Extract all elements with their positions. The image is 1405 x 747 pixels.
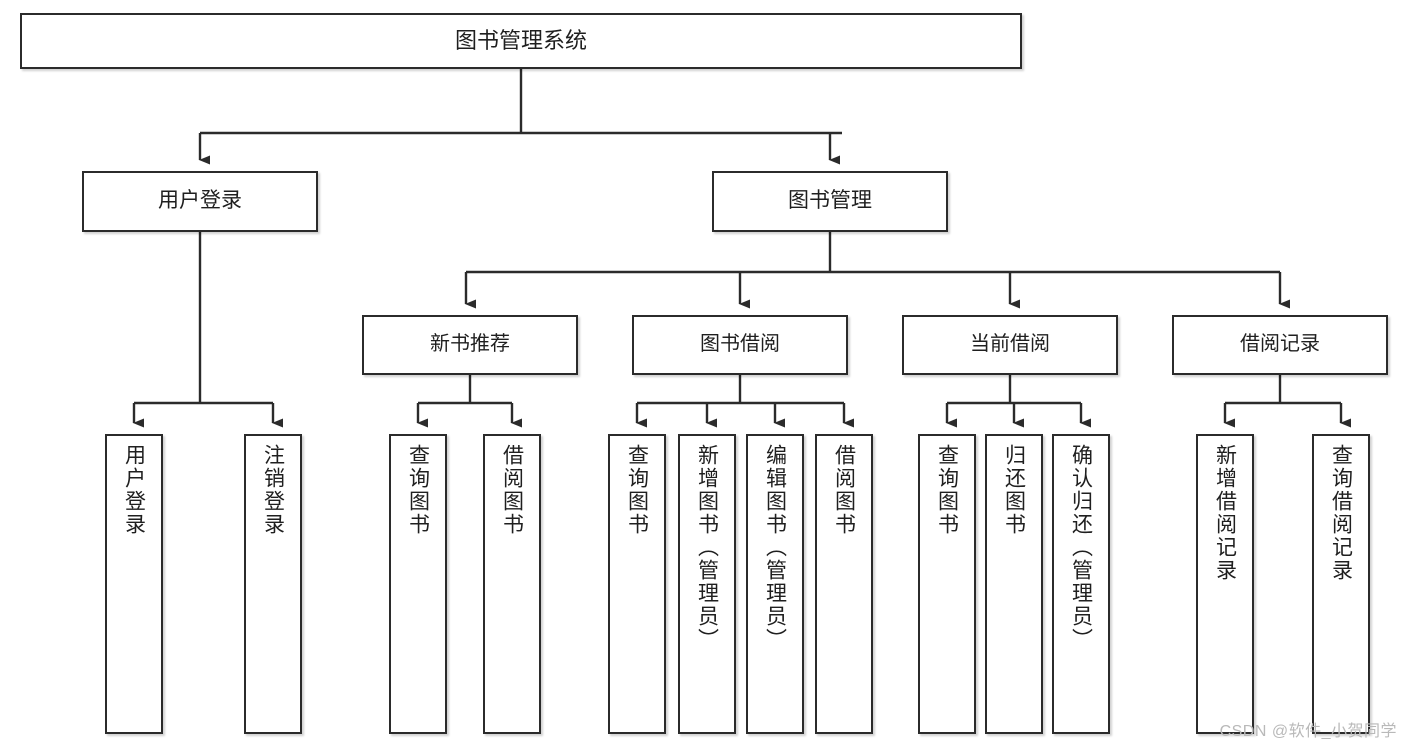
- node-leaf-borrow-book-2[interactable]: 借阅图书: [815, 434, 873, 734]
- node-book-management[interactable]: 图书管理: [712, 171, 948, 232]
- node-leaf-edit-book[interactable]: 编辑图书（管理员）: [746, 434, 804, 734]
- node-book-borrow[interactable]: 图书借阅: [632, 315, 848, 375]
- node-leaf-query-book-1-label: 查询图书: [406, 444, 430, 536]
- node-leaf-user-login-label: 用户登录: [122, 444, 146, 536]
- node-leaf-confirm-return-label: 确认归还（管理员）: [1069, 444, 1093, 651]
- node-root[interactable]: 图书管理系统: [20, 13, 1022, 69]
- node-leaf-confirm-return[interactable]: 确认归还（管理员）: [1052, 434, 1110, 734]
- node-user-login[interactable]: 用户登录: [82, 171, 318, 232]
- node-leaf-logout-login[interactable]: 注销登录: [244, 434, 302, 734]
- node-leaf-query-book-2-label: 查询图书: [625, 444, 649, 536]
- node-leaf-add-book[interactable]: 新增图书（管理员）: [678, 434, 736, 734]
- node-leaf-edit-book-label: 编辑图书（管理员）: [763, 444, 787, 651]
- node-leaf-query-book-3-label: 查询图书: [935, 444, 959, 536]
- node-borrow-record[interactable]: 借阅记录: [1172, 315, 1388, 375]
- node-book-management-label: 图书管理: [788, 189, 872, 213]
- node-book-borrow-label: 图书借阅: [700, 333, 780, 356]
- node-leaf-borrow-book-2-label: 借阅图书: [832, 444, 856, 536]
- node-leaf-query-book-1[interactable]: 查询图书: [389, 434, 447, 734]
- node-leaf-query-book-2[interactable]: 查询图书: [608, 434, 666, 734]
- node-new-book-recommend[interactable]: 新书推荐: [362, 315, 578, 375]
- node-leaf-add-record-label: 新增借阅记录: [1213, 444, 1237, 582]
- node-leaf-return-book[interactable]: 归还图书: [985, 434, 1043, 734]
- node-leaf-query-record[interactable]: 查询借阅记录: [1312, 434, 1370, 734]
- node-current-borrow[interactable]: 当前借阅: [902, 315, 1118, 375]
- node-root-label: 图书管理系统: [454, 28, 587, 54]
- node-leaf-return-book-label: 归还图书: [1002, 444, 1026, 536]
- node-current-borrow-label: 当前借阅: [970, 333, 1050, 356]
- node-borrow-record-label: 借阅记录: [1240, 333, 1320, 356]
- node-leaf-borrow-book-1-label: 借阅图书: [500, 444, 524, 536]
- node-leaf-add-book-label: 新增图书（管理员）: [695, 444, 719, 651]
- node-user-login-label: 用户登录: [158, 189, 242, 213]
- node-leaf-add-record[interactable]: 新增借阅记录: [1196, 434, 1254, 734]
- node-leaf-borrow-book-1[interactable]: 借阅图书: [483, 434, 541, 734]
- node-new-book-recommend-label: 新书推荐: [430, 333, 510, 356]
- node-leaf-logout-login-label: 注销登录: [261, 444, 285, 536]
- node-leaf-user-login[interactable]: 用户登录: [105, 434, 163, 734]
- node-leaf-query-book-3[interactable]: 查询图书: [918, 434, 976, 734]
- node-leaf-query-record-label: 查询借阅记录: [1329, 444, 1353, 582]
